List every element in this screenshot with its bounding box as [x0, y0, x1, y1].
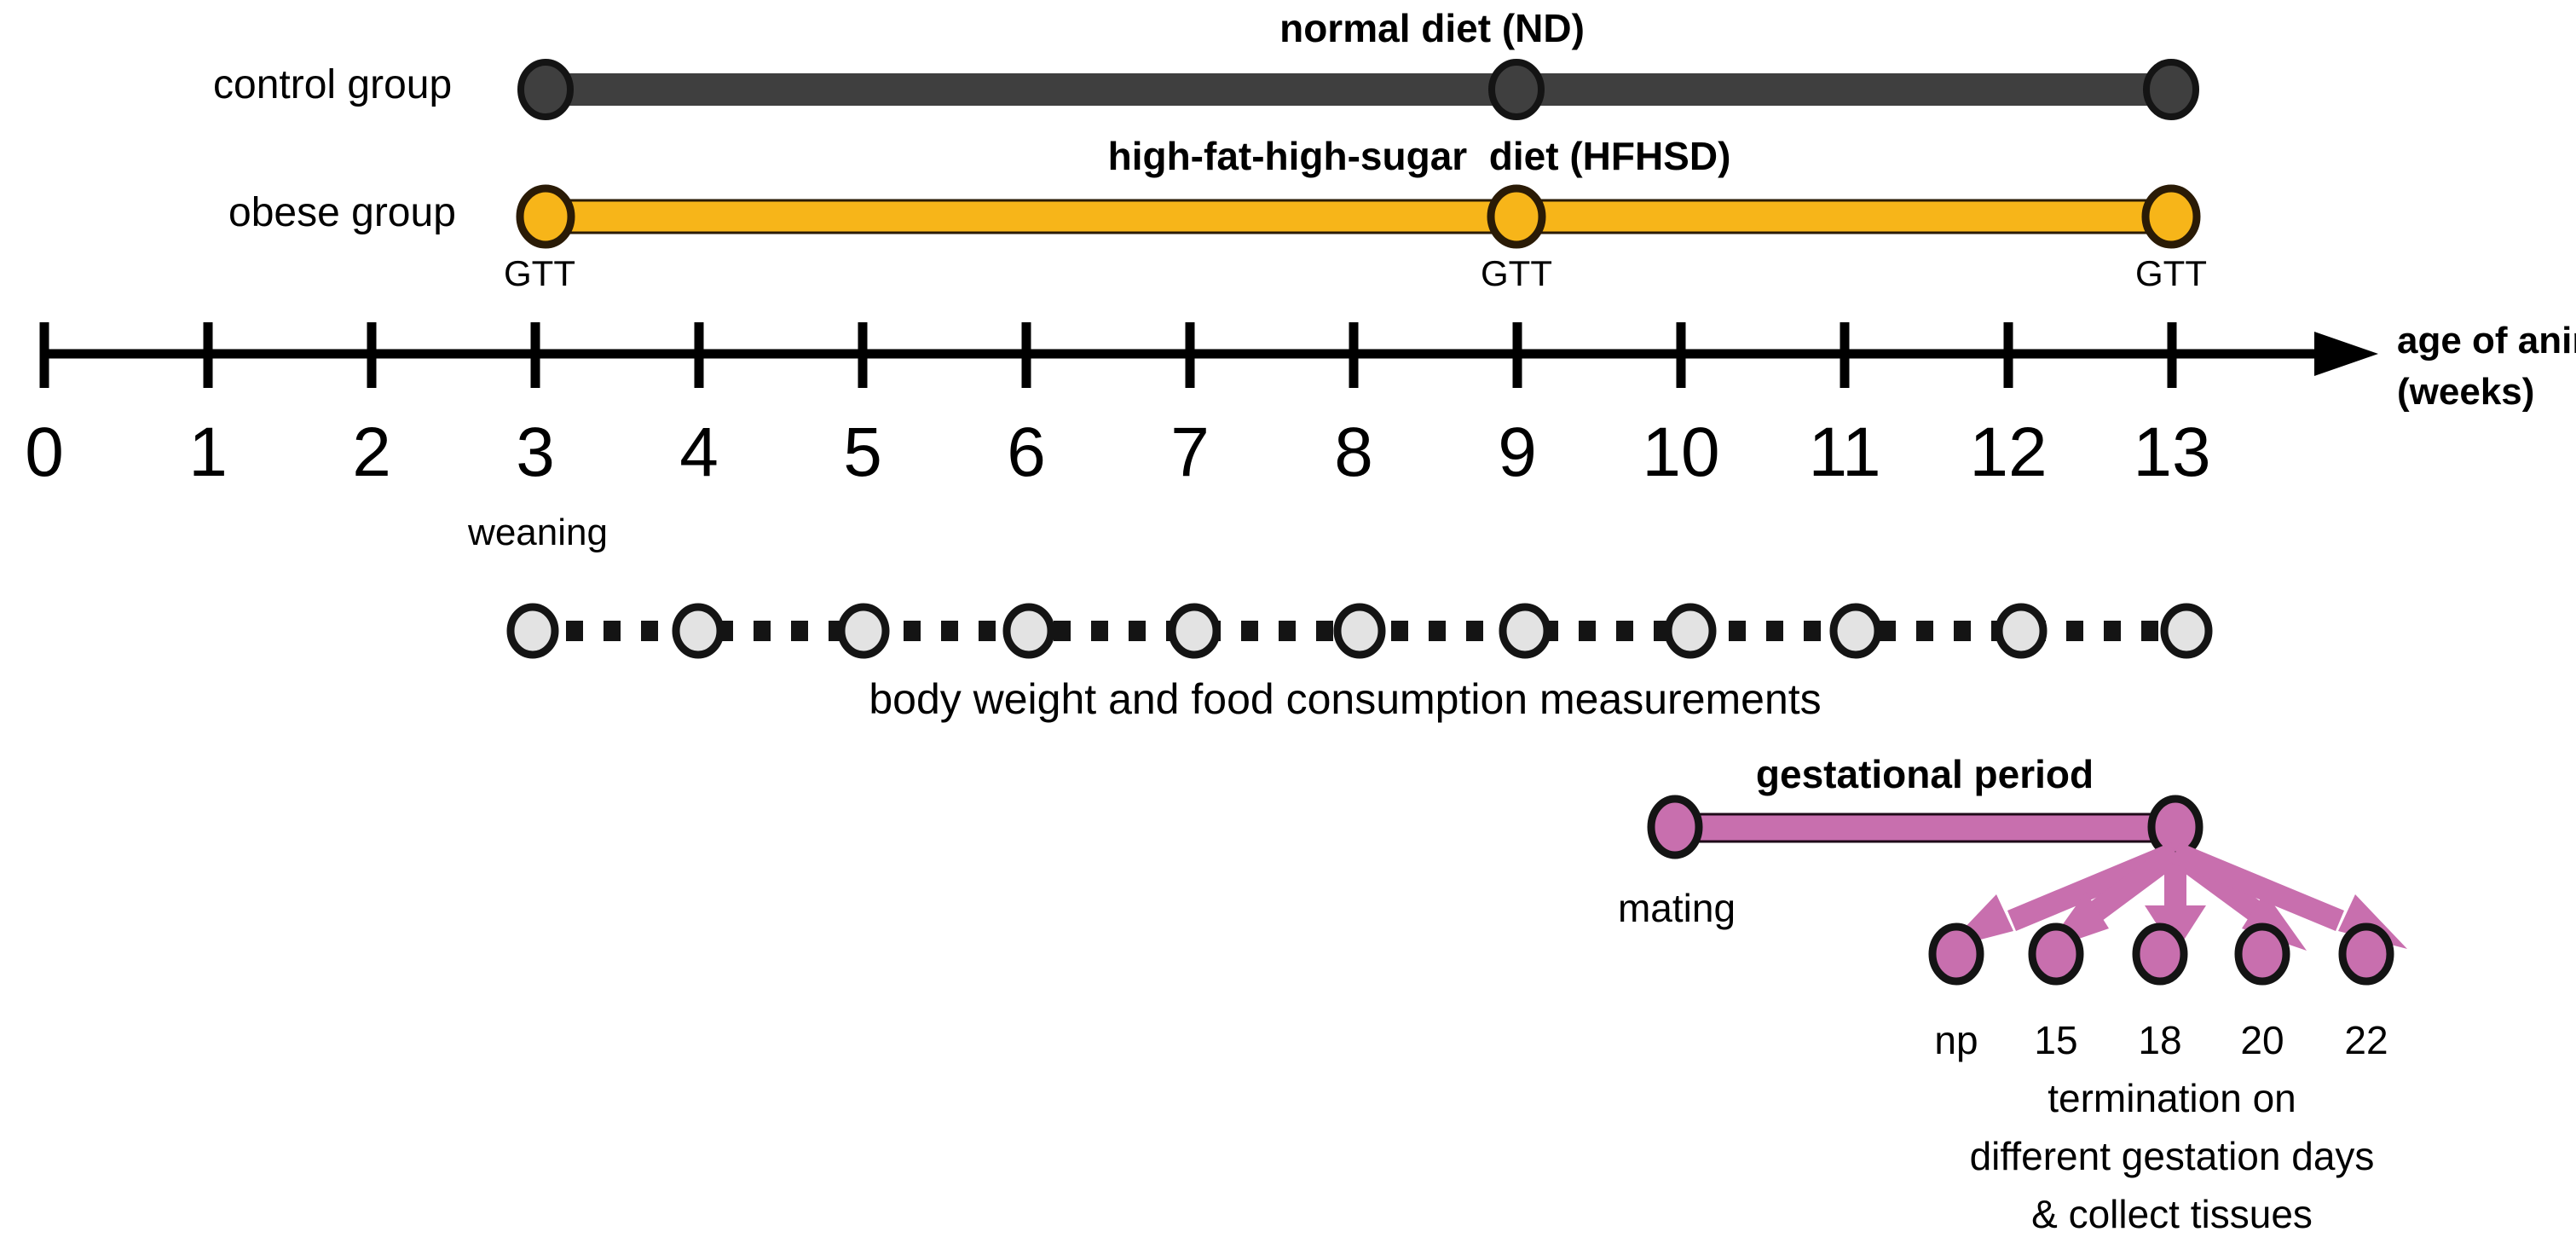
termination-label-15: 15: [2034, 1018, 2078, 1062]
axis-tick-label-12: 12: [1969, 414, 2048, 491]
control-node-week13: [2143, 59, 2199, 120]
termination-node-22: [2338, 922, 2394, 986]
termination-caption-line3: & collect tissues: [2031, 1192, 2313, 1236]
axis-tick-label-8: 8: [1334, 414, 1373, 491]
measurement-marker: [1002, 603, 1055, 659]
gestation-timeline: [1647, 795, 2203, 859]
axis-arrowhead-icon: [2314, 332, 2378, 376]
termination-caption-line1: termination on: [2048, 1076, 2296, 1120]
termination-node-20: [2234, 922, 2290, 986]
axis-tick-label-1: 1: [188, 414, 228, 491]
gtt-label-week3: GTT: [504, 253, 575, 293]
control-diet-label: normal diet (ND): [1279, 6, 1585, 50]
termination-label-22: 22: [2344, 1018, 2388, 1062]
measurement-marker: [672, 603, 725, 659]
termination-node-15: [2028, 922, 2084, 986]
termination-label-20: 20: [2240, 1018, 2284, 1062]
measurement-marker: [1333, 603, 1386, 659]
termination-label-18: 18: [2138, 1018, 2182, 1062]
termination-nodes: [1928, 922, 2394, 986]
obese-node-week9: [1487, 184, 1546, 249]
axis-title-line2: (weeks): [2397, 371, 2535, 413]
axis-tick-label-3: 3: [516, 414, 555, 491]
axis-tick-label-0: 0: [25, 414, 64, 491]
axis-tick-label-7: 7: [1170, 414, 1210, 491]
weaning-label: weaning: [468, 512, 608, 553]
axis-title-line1: age of animals: [2397, 320, 2576, 361]
axis-tick-label-10: 10: [1642, 414, 1720, 491]
measurement-marker: [1499, 603, 1551, 659]
obese-diet-label: high-fat-high-sugar diet (HFHSD): [1107, 134, 1731, 178]
measurement-marker: [1829, 603, 1882, 659]
gestation-end-node: [2147, 795, 2203, 859]
obese-node-week3: [516, 184, 575, 249]
measurement-dotted-track: [506, 603, 2213, 659]
axis-tick-label-6: 6: [1007, 414, 1046, 491]
termination-node-np: [1928, 922, 1984, 986]
control-group-label: control group: [213, 62, 453, 107]
mating-node: [1647, 795, 1703, 859]
measurement-marker: [1995, 603, 2048, 659]
obese-diet-bar: [544, 199, 2175, 234]
measurements-caption: body weight and food consumption measure…: [869, 675, 1822, 723]
mating-label: mating: [1617, 886, 1736, 930]
axis-tick-label-2: 2: [352, 414, 391, 491]
obese-group-timeline: [516, 184, 2201, 249]
gestation-bar: [1673, 813, 2184, 843]
axis-tick-label-13: 13: [2133, 414, 2211, 491]
termination-caption-line2: different gestation days: [1969, 1134, 2375, 1178]
control-diet-bar: [546, 73, 2174, 106]
obese-group-label: obese group: [228, 190, 456, 235]
axis-tick-label-9: 9: [1498, 414, 1537, 491]
gestational-period-title: gestational period: [1755, 752, 2094, 796]
measurement-marker: [2160, 603, 2213, 659]
termination-label-np: np: [1934, 1018, 1978, 1062]
axis-tick-label-4: 4: [679, 414, 719, 491]
gtt-label-week13: GTT: [2135, 253, 2207, 293]
control-node-week3: [517, 59, 574, 120]
gtt-label-week9: GTT: [1481, 253, 1552, 293]
measurement-marker: [837, 603, 890, 659]
axis-tick-label-5: 5: [843, 414, 882, 491]
measurement-marker: [506, 603, 559, 659]
control-group-timeline: [517, 59, 2199, 120]
obese-node-week13: [2141, 184, 2201, 249]
axis-ticks: [39, 322, 2177, 388]
control-node-week9: [1488, 59, 1545, 120]
measurement-markers: [506, 603, 2213, 659]
axis-tick-label-11: 11: [1808, 414, 1881, 491]
termination-node-18: [2132, 922, 2188, 986]
measurement-marker: [1168, 603, 1221, 659]
age-axis: [39, 322, 2378, 388]
measurement-marker: [1664, 603, 1717, 659]
